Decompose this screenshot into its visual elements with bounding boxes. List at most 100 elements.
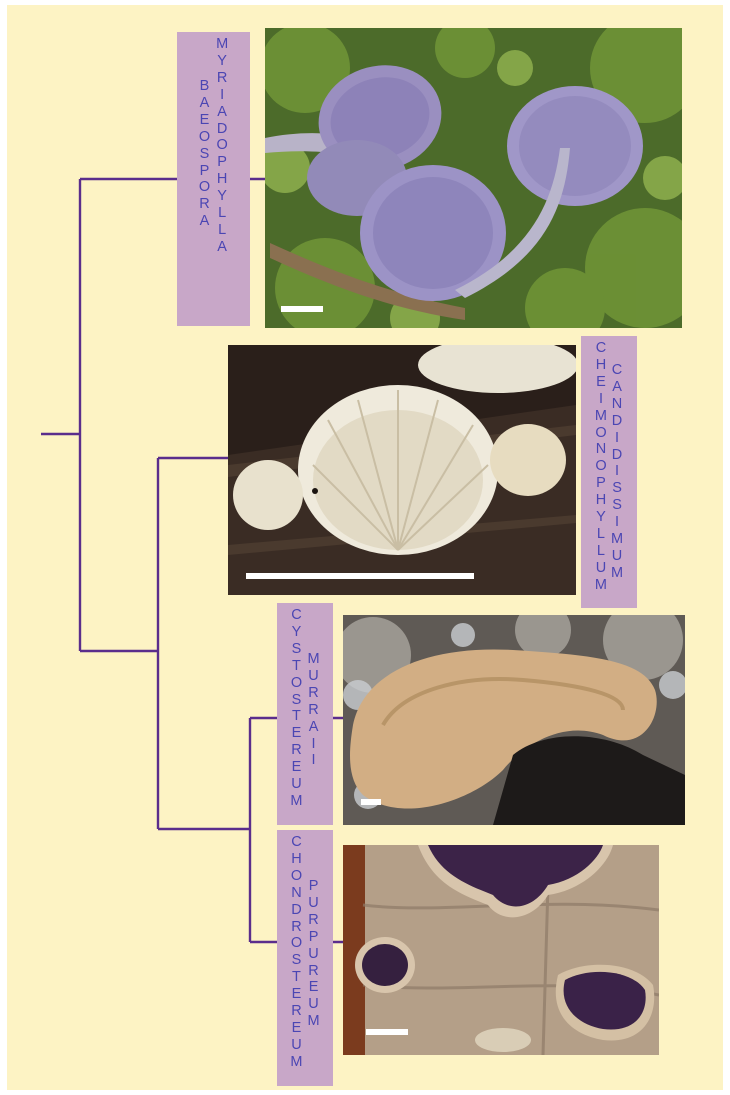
label-letter: M (290, 793, 302, 810)
label-letter: M (611, 565, 623, 582)
label-letter: S (292, 692, 302, 709)
label-letter: H (596, 492, 606, 509)
label-letter: Y (596, 509, 606, 526)
label-letter: U (612, 548, 622, 565)
label-letter: L (597, 543, 605, 560)
label-letter: O (291, 675, 302, 692)
scale-bar-1 (281, 306, 323, 312)
label-letter: A (217, 239, 227, 256)
label-letter: S (292, 641, 302, 658)
label-letter: R (291, 742, 301, 759)
label-letter: A (200, 95, 210, 112)
label-letter: I (312, 752, 316, 769)
label-letter: A (309, 719, 319, 736)
label-letter: L (218, 205, 226, 222)
label-letter: H (217, 171, 227, 188)
label-letter: T (292, 658, 301, 675)
label-letter: L (597, 526, 605, 543)
label-letter: P (217, 154, 227, 171)
label-letter: R (291, 1003, 301, 1020)
label-letter: H (291, 851, 301, 868)
label-letter: E (292, 759, 302, 776)
label-letter: R (217, 70, 227, 87)
label-letter: I (599, 391, 603, 408)
label-letter: H (596, 357, 606, 374)
label-letter: R (291, 919, 301, 936)
label-letter: U (291, 1037, 301, 1054)
label-letter: B (200, 78, 210, 95)
scale-bar-4 (366, 1029, 408, 1035)
label-letter: D (612, 447, 622, 464)
label-letter: U (308, 668, 318, 685)
label-letter: D (612, 413, 622, 430)
label-letter: O (199, 179, 210, 196)
label-letter: N (596, 441, 606, 458)
label-letter: Y (217, 53, 227, 70)
label-letter: R (308, 685, 318, 702)
label-letter: R (308, 963, 318, 980)
label-letter: O (595, 458, 606, 475)
label-letter: D (217, 121, 227, 138)
label-letter: U (596, 560, 606, 577)
label-letter: P (596, 475, 606, 492)
label-letter: N (291, 885, 301, 902)
label-letter: C (291, 607, 301, 624)
label-letter: C (291, 834, 301, 851)
label-letter: S (292, 952, 302, 969)
label-letter: M (308, 1013, 320, 1030)
label-letter: O (291, 868, 302, 885)
label-letter: O (217, 137, 228, 154)
label-letter: P (309, 878, 319, 895)
label-letter: Y (292, 624, 302, 641)
label-letter: E (200, 112, 210, 129)
label-letter: I (615, 514, 619, 531)
label-letter: S (612, 497, 622, 514)
label-letter: I (615, 463, 619, 480)
label-letter: M (595, 408, 607, 425)
label-letter: R (308, 702, 318, 719)
label-letter: M (290, 1054, 302, 1071)
label-letter: A (612, 379, 622, 396)
label-letter: E (292, 986, 302, 1003)
label-letter: E (309, 979, 319, 996)
label-letter: C (596, 340, 606, 357)
label-letter: O (595, 425, 606, 442)
label-letter: U (291, 776, 301, 793)
label-letter: M (216, 36, 228, 53)
label-letter: M (308, 651, 320, 668)
label-letter: R (199, 196, 209, 213)
label-letter: P (200, 163, 210, 180)
label-letter: D (291, 902, 301, 919)
label-letter: S (200, 146, 210, 163)
scale-bar-2 (246, 573, 474, 579)
label-letter: E (292, 1020, 302, 1037)
label-letter: U (308, 895, 318, 912)
photo-chondrostereum (343, 845, 659, 1055)
label-letter: O (199, 129, 210, 146)
label-letter: I (220, 87, 224, 104)
label-letter: P (309, 929, 319, 946)
label-letter: C (612, 362, 622, 379)
label-letter: M (595, 577, 607, 594)
label-letter: U (308, 996, 318, 1013)
scale-bar-3 (361, 799, 381, 805)
label-letter: Y (217, 188, 227, 205)
label-letter: I (615, 430, 619, 447)
label-letter: L (218, 222, 226, 239)
